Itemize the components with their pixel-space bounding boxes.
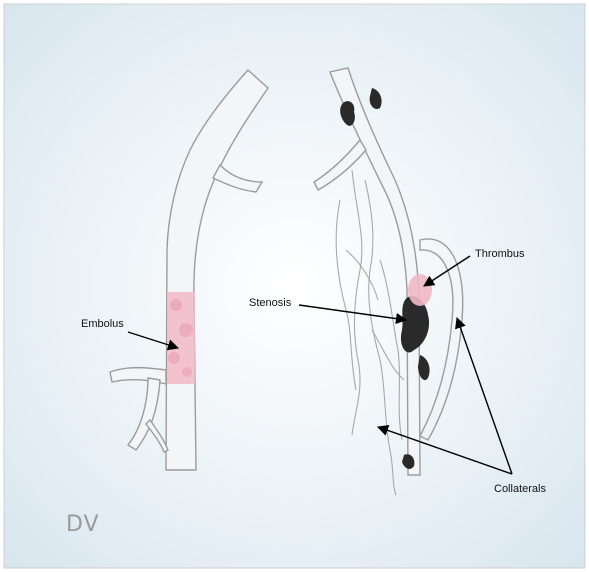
stenosis-label: Stenosis [249,297,291,309]
thrombus-label: Thrombus [475,248,525,260]
collaterals-label: Collaterals [494,483,546,495]
artist-signature: DV [66,512,100,537]
thrombus-clot [408,274,432,306]
embolus-clot [167,292,195,384]
embolus-label: Embolus [81,318,124,330]
